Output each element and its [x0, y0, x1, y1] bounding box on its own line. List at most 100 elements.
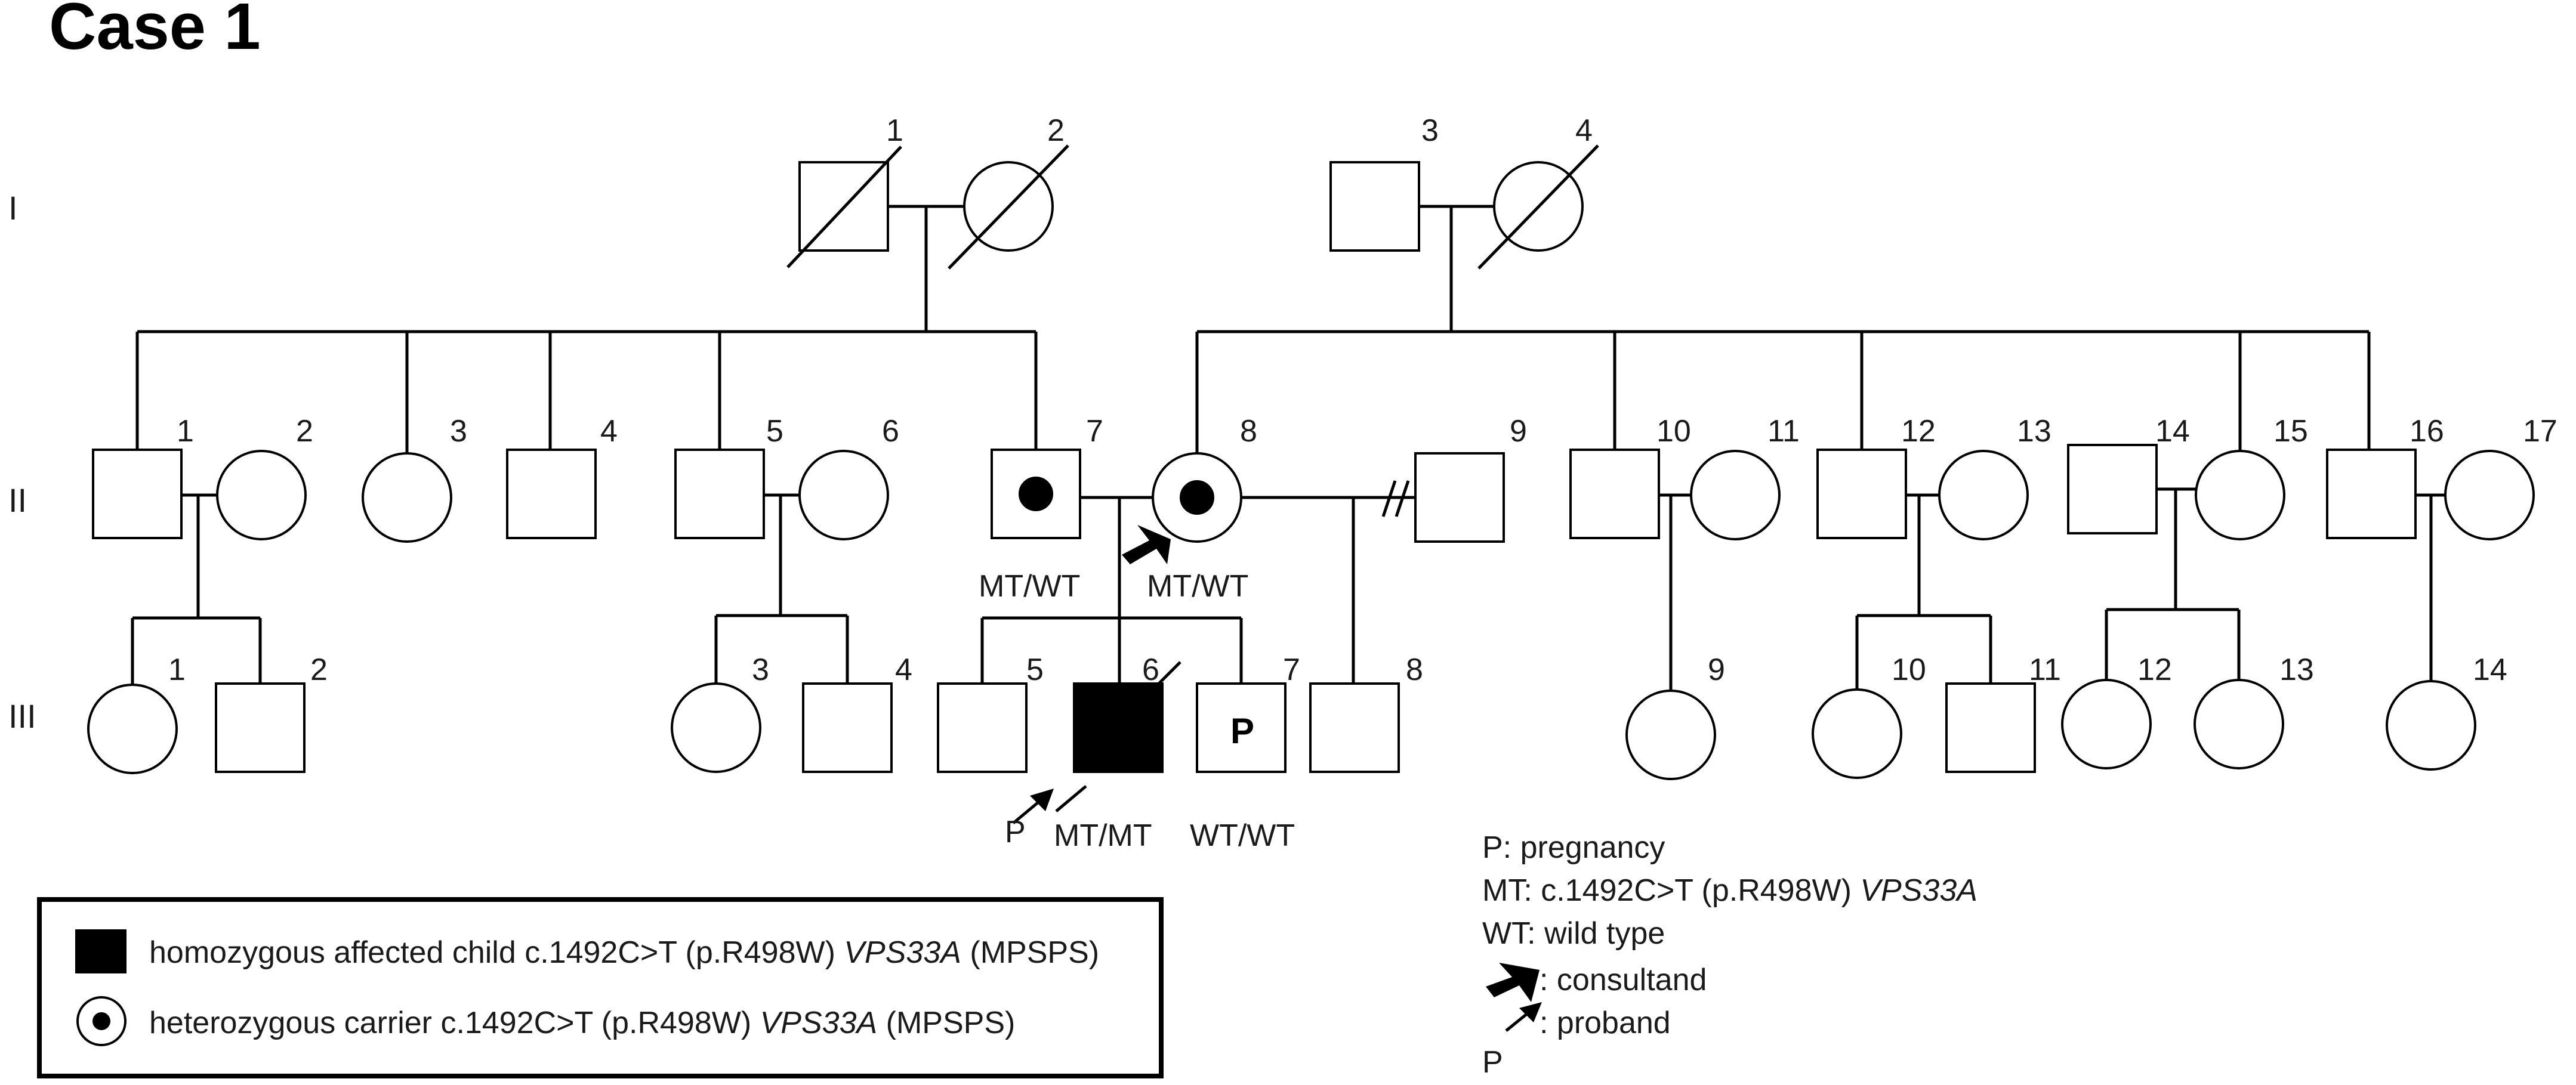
individual-ii-1	[92, 449, 183, 539]
label-ii-15: 15	[2273, 414, 2308, 449]
individual-iii-12	[2061, 679, 2152, 769]
label-iii-14: 14	[2473, 653, 2507, 687]
deceased-mark	[786, 146, 902, 268]
individual-iii-6	[1073, 682, 1164, 773]
label-iii-6: 6	[1142, 653, 1159, 687]
individual-ii-15	[2195, 450, 2285, 540]
pregnancy-label: P	[1230, 711, 1254, 751]
individual-iii-3	[671, 682, 761, 773]
label-ii-12: 12	[1901, 414, 1936, 449]
individual-iii-13	[2194, 679, 2284, 769]
label-i-4: 4	[1575, 113, 1593, 148]
key-proband: : proband	[1540, 1006, 1671, 1040]
individual-ii-4	[506, 449, 597, 539]
label-i-3: 3	[1421, 113, 1439, 148]
affected-symbol-icon	[75, 929, 127, 973]
label-iii-3: 3	[752, 653, 769, 687]
label-ii-3: 3	[450, 414, 467, 449]
individual-ii-12	[1816, 449, 1907, 539]
label-ii-7: 7	[1086, 414, 1103, 449]
individual-iii-4	[802, 682, 893, 773]
individual-iii-14	[2386, 680, 2476, 771]
label-ii-10: 10	[1656, 414, 1691, 449]
individual-iii-1	[87, 684, 178, 774]
individual-iii-5	[937, 682, 1028, 773]
individual-ii-10	[1569, 449, 1660, 539]
label-ii-1: 1	[177, 414, 194, 449]
label-ii-9: 9	[1510, 414, 1527, 449]
proband-arrow-icon: P	[1005, 789, 1054, 849]
label-iii-7: 7	[1283, 653, 1300, 687]
individual-iii-2	[215, 682, 306, 773]
deceased-mark	[1055, 785, 1087, 812]
individual-iii-8	[1309, 682, 1400, 773]
consultand-arrow-icon	[1486, 963, 1540, 1002]
individual-ii-11	[1690, 450, 1781, 540]
genotype-ii-7: MT/WT	[979, 569, 1080, 604]
generation-label-iii: III	[8, 697, 36, 735]
deceased-mark	[1147, 661, 1181, 695]
generation-label-i: I	[8, 189, 18, 227]
genotype-iii-7: WT/WT	[1190, 818, 1295, 853]
label-ii-4: 4	[600, 414, 618, 449]
label-ii-11: 11	[1767, 414, 1800, 449]
label-ii-8: 8	[1240, 414, 1257, 449]
key: P: pregnancy MT: c.1492C>T (p.R498W) VPS…	[1482, 830, 1977, 1080]
proband-letter: P	[1005, 815, 1026, 849]
individual-iii-7	[1196, 682, 1287, 773]
proband-letter: P	[1482, 1045, 1503, 1080]
label-iii-1: 1	[168, 653, 186, 687]
label-ii-16: 16	[2410, 414, 2444, 449]
proband-arrow-icon: P	[1482, 1002, 1542, 1080]
individual-ii-5	[674, 449, 765, 539]
generation-ii: 1 2 3 4 5 6 7 8 MT/WT MT/WT 9 1	[92, 414, 2558, 604]
label-iii-5: 5	[1026, 653, 1044, 687]
deceased-mark	[1477, 144, 1599, 270]
figure-title: Case 1	[49, 0, 261, 63]
label-ii-13: 13	[2017, 414, 2051, 449]
label-iii-11: 11	[2029, 653, 2061, 687]
individual-iii-9	[1625, 690, 1716, 780]
individual-ii-16	[2326, 449, 2417, 539]
legend-carrier: heterozygous carrier c.1492C>T (p.R498W)…	[149, 1006, 1015, 1040]
individual-ii-13	[1938, 450, 2029, 540]
generation-label-ii: II	[8, 481, 27, 519]
label-ii-17: 17	[2523, 414, 2558, 449]
legend-affected: homozygous affected child c.1492C>T (p.R…	[149, 935, 1099, 970]
separation-mark	[1381, 480, 1397, 517]
separation-mark	[1395, 480, 1410, 517]
individual-ii-3	[362, 452, 452, 543]
consultand-arrow-icon	[1122, 525, 1171, 564]
label-iii-8: 8	[1406, 653, 1423, 687]
individual-ii-6	[798, 450, 889, 540]
descent-lines-gen-i	[135, 206, 2371, 453]
carrier-dot	[92, 1012, 110, 1030]
genotype-iii-6: MT/MT	[1054, 818, 1152, 853]
key-consultand: : consultand	[1540, 963, 1707, 997]
label-iii-10: 10	[1892, 653, 1926, 687]
legend-box	[37, 897, 1164, 1078]
individual-iii-11	[1945, 682, 2036, 773]
label-ii-2: 2	[296, 414, 313, 449]
carrier-dot	[1019, 477, 1053, 511]
label-iii-13: 13	[2279, 653, 2314, 687]
key-wt: WT: wild type	[1482, 916, 1665, 951]
label-ii-6: 6	[882, 414, 899, 449]
label-iii-9: 9	[1708, 653, 1725, 687]
genotype-ii-8: MT/WT	[1147, 569, 1248, 604]
label-iii-12: 12	[2137, 653, 2172, 687]
individual-ii-9	[1414, 452, 1505, 543]
individual-ii-2	[216, 450, 307, 540]
label-i-1: 1	[886, 113, 903, 148]
descent-lines-gen-ii	[131, 489, 2433, 691]
label-iii-2: 2	[310, 653, 328, 687]
individual-iii-10	[1812, 688, 1902, 779]
label-i-2: 2	[1047, 113, 1065, 148]
label-ii-14: 14	[2155, 414, 2190, 449]
deceased-mark	[948, 144, 1069, 270]
individual-i-3	[1329, 161, 1420, 252]
key-mt: MT: c.1492C>T (p.R498W) VPS33A	[1482, 873, 1977, 908]
legend: homozygous affected child c.1492C>T (p.R…	[37, 897, 1164, 1078]
